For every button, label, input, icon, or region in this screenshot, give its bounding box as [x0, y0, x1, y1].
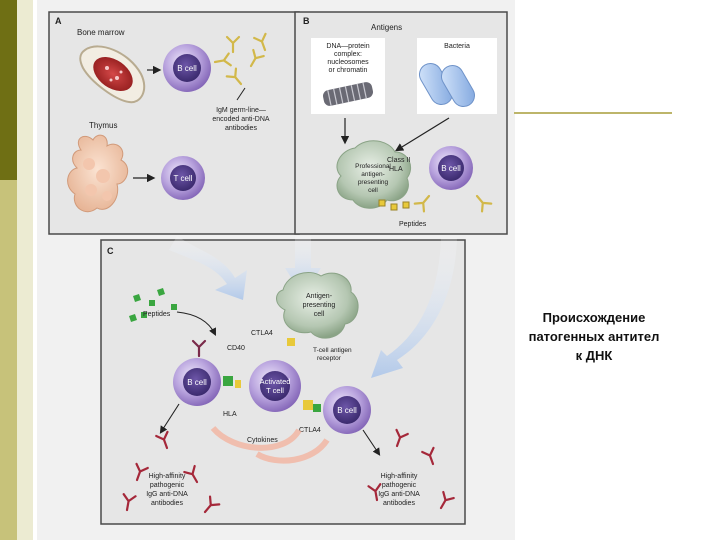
hla-label: HLA: [223, 411, 237, 418]
tcr-line2: receptor: [317, 355, 342, 362]
left-output-line3: IgG anti-DNA: [146, 491, 188, 498]
right-output-line4: antibodies: [383, 500, 415, 507]
b-cell-b: [429, 146, 473, 190]
b-cell-c-right-label: B cell: [337, 406, 357, 415]
caption-line-2: патогенных антител: [528, 329, 660, 344]
dna-label-line2: complex:: [334, 51, 362, 58]
peptides-arrow: [176, 311, 216, 336]
antigens-label: Antigens: [371, 23, 402, 32]
right-output-line1: High-affinity: [381, 473, 418, 480]
thymus-illustration: [67, 134, 129, 213]
tcr-line1: T-cell antigen: [313, 347, 352, 354]
chromatin-illustration: [322, 82, 374, 106]
activated-t-line2: T cell: [266, 386, 284, 395]
right-output-line3: IgG anti-DNA: [378, 491, 420, 498]
left-output-line4: antibodies: [151, 500, 183, 507]
big-arrow-left: [169, 236, 247, 300]
apc-b-line4: cell: [368, 187, 378, 194]
b-cell-b-label: B cell: [441, 164, 461, 173]
igm-label-line3: antibodies: [225, 125, 257, 132]
bacteria-illustration: [419, 62, 475, 108]
figure-svg: A Bone marrow B cell IgM germ-line— enco…: [48, 11, 508, 525]
cytokine-arrow-right: [255, 438, 330, 464]
b-cell-c-left-label: B cell: [187, 378, 207, 387]
igm-label-line1: IgM germ-line—: [216, 107, 266, 114]
figure-image: A Bone marrow B cell IgM germ-line— enco…: [37, 0, 515, 540]
decorative-rule: [514, 112, 672, 114]
t-cell-a: [161, 156, 205, 200]
igm-pointer: [236, 87, 246, 101]
apc-c-line1: Antigen-: [306, 293, 333, 300]
peptides-b: [378, 199, 410, 211]
apc-b: [336, 140, 411, 209]
b-cell-a: [163, 44, 211, 92]
b-cell-c-left: [173, 358, 221, 406]
sidebar-stripe-light: [0, 180, 17, 540]
left-output-line2: pathogenic: [150, 482, 185, 489]
b-cell-c-right: [323, 386, 371, 434]
b-left-output-arrow: [159, 403, 180, 434]
apc-b-line3: presenting: [358, 179, 389, 186]
b-cell-a-label: B cell: [177, 64, 197, 73]
thymus-label: Thymus: [89, 121, 117, 130]
dna-label-line3: nucleosomes: [327, 59, 369, 66]
cd40-label: CD40: [227, 345, 245, 352]
cytokines-label: Cytokines: [247, 437, 278, 444]
activated-t-cell: [249, 360, 301, 412]
b-right-output-arrow: [362, 429, 381, 456]
bacteria-label: Bacteria: [444, 43, 470, 50]
peptides-b-label: Peptides: [399, 221, 427, 228]
slide-edge: [17, 0, 33, 540]
left-output-line1: High-affinity: [149, 473, 186, 480]
apc-c-line3: cell: [314, 311, 325, 318]
big-arrow-right: [371, 238, 457, 378]
bone-marrow-illustration: [79, 45, 146, 104]
panel-c-letter: C: [107, 246, 114, 256]
dna-label-line4: or chromatin: [329, 67, 368, 74]
igm-label-line2: encoded anti-DNA: [212, 116, 270, 123]
apc-b-line1: Professional: [355, 163, 391, 170]
peptides-c: [129, 288, 177, 322]
activated-t-line1: Activated: [260, 377, 291, 386]
caption-line-1: Происхождение: [542, 310, 646, 325]
cytokine-arrow-left: [210, 425, 302, 451]
apc-c: [276, 272, 359, 339]
dna-label-line1: DNA—protein: [326, 43, 369, 50]
panel-b-letter: B: [303, 16, 310, 26]
t-cell-a-label: T cell: [174, 174, 193, 183]
apc-c-line2: presenting: [303, 302, 336, 309]
sidebar-stripe-dark: [0, 0, 17, 180]
right-output-line2: pathogenic: [382, 482, 417, 489]
caption-line-3: к ДНК: [575, 348, 613, 363]
synapse-molecules: [223, 338, 321, 412]
peptides-c-label: Peptides: [143, 311, 171, 318]
slide-caption: Происхождение патогенных антител к ДНК: [496, 308, 692, 365]
panel-a-letter: A: [55, 16, 62, 26]
ctla4-bottom-label: CTLA4: [299, 427, 321, 434]
class2-line2: HLA: [389, 166, 403, 173]
bacteria-to-apc-arrow: [394, 117, 450, 152]
class2-line1: Class II: [387, 157, 410, 164]
bone-marrow-label: Bone marrow: [77, 28, 125, 37]
apc-b-line2: antigen-: [361, 171, 385, 178]
ctla4-top-label: CTLA4: [251, 330, 273, 337]
